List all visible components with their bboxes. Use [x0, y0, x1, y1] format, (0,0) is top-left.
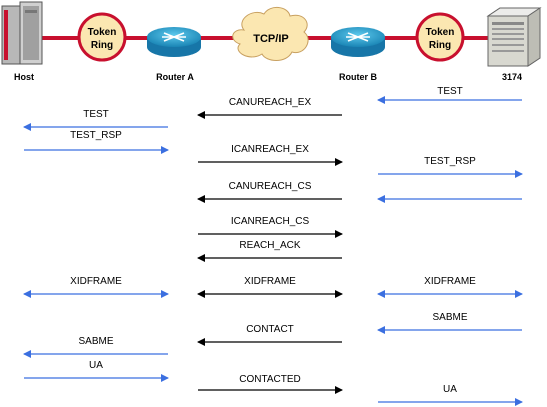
message-label-15: CONTACT — [246, 324, 294, 335]
message-label-19: UA — [443, 384, 457, 395]
controller-3174-icon — [486, 7, 542, 67]
message-label-14: SABME — [432, 312, 467, 323]
router-a-icon — [147, 27, 201, 57]
host-label: Host — [14, 72, 34, 82]
message-label-1: TEST — [437, 86, 463, 97]
token-ring-right-label-1: Token — [426, 27, 455, 38]
router-b-label: Router B — [339, 72, 378, 82]
tcpip-label: TCP/IP — [253, 33, 288, 45]
message-label-11: XIDFRAME — [70, 276, 122, 287]
host-mainframe-icon — [1, 1, 43, 65]
router-b-icon — [331, 27, 385, 57]
controller-3174-label: 3174 — [502, 72, 522, 82]
token-ring-left-icon — [77, 12, 127, 62]
message-label-5: ICANREACH_EX — [231, 144, 309, 155]
message-label-9: ICANREACH_CS — [231, 216, 310, 227]
token-ring-right-label-2: Ring — [429, 40, 451, 51]
message-label-10: REACH_ACK — [239, 240, 300, 251]
message-label-4: TEST_RSP — [70, 130, 122, 141]
message-label-13: XIDFRAME — [424, 276, 476, 287]
token-ring-left-label-2: Ring — [91, 40, 113, 51]
tcpip-cloud-icon — [232, 7, 309, 61]
message-label-17: UA — [89, 360, 103, 371]
message-label-16: SABME — [78, 336, 113, 347]
message-label-2: CANUREACH_EX — [229, 97, 312, 108]
message-label-18: CONTACTED — [239, 374, 300, 385]
message-label-12: XIDFRAME — [244, 276, 296, 287]
router-a-label: Router A — [156, 72, 194, 82]
message-flows: TEST CANUREACH_EX TEST TEST_RSP ICANREACH_EX… — [23, 86, 523, 406]
token-ring-left-label-1: Token — [88, 27, 117, 38]
token-ring-right-icon — [415, 12, 465, 62]
message-label-3: TEST — [83, 109, 109, 120]
message-label-6: TEST_RSP — [424, 156, 476, 167]
message-label-7: CANUREACH_CS — [229, 181, 312, 192]
